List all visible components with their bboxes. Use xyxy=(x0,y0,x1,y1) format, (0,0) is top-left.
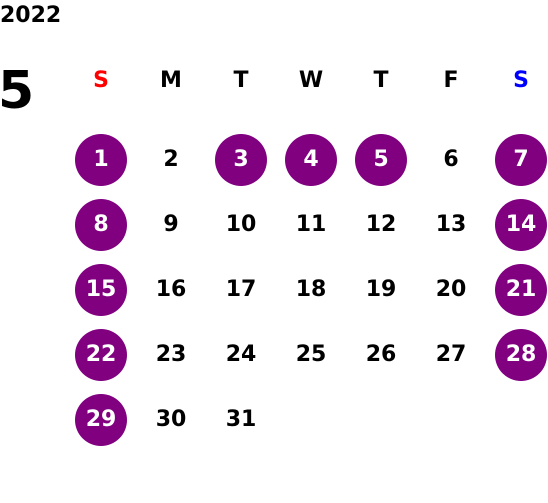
day-cell: 9 xyxy=(136,192,206,257)
day-number: 11 xyxy=(295,212,327,237)
highlighted-day: 3 xyxy=(215,133,267,186)
day-cell: 1 xyxy=(66,127,136,192)
day-number: 30 xyxy=(155,407,187,432)
weekday-sun: S xyxy=(93,67,109,93)
day-number: 27 xyxy=(435,342,467,367)
day-number: 20 xyxy=(435,277,467,302)
day-cell: 27 xyxy=(416,322,486,387)
day-cell xyxy=(416,387,486,452)
highlighted-day: 7 xyxy=(495,133,547,186)
day-cell xyxy=(346,387,416,452)
day-number: 6 xyxy=(443,147,459,172)
highlighted-day: 22 xyxy=(75,328,127,381)
day-number: 23 xyxy=(155,342,187,367)
day-cell: 31 xyxy=(206,387,276,452)
year-label: 2022 xyxy=(0,3,62,28)
day-cell: 28 xyxy=(486,322,548,387)
day-cell: 3 xyxy=(206,127,276,192)
day-cell: 17 xyxy=(206,257,276,322)
day-cell: 25 xyxy=(276,322,346,387)
day-cell: 20 xyxy=(416,257,486,322)
day-cell xyxy=(486,387,548,452)
day-number: 18 xyxy=(295,277,327,302)
day-number: 17 xyxy=(225,277,257,302)
highlighted-day: 29 xyxy=(75,393,127,446)
day-cell: 7 xyxy=(486,127,548,192)
highlighted-day: 21 xyxy=(495,263,547,316)
weekday-thu: T xyxy=(373,67,389,93)
day-cell: 19 xyxy=(346,257,416,322)
day-number: 31 xyxy=(225,407,257,432)
day-cell: 21 xyxy=(486,257,548,322)
day-number: 2 xyxy=(163,147,179,172)
day-number: 25 xyxy=(295,342,327,367)
weekday-sat: S xyxy=(513,67,529,93)
day-cell: 12 xyxy=(346,192,416,257)
highlighted-day: 8 xyxy=(75,198,127,251)
highlighted-day: 1 xyxy=(75,133,127,186)
day-cell: 14 xyxy=(486,192,548,257)
day-number: 19 xyxy=(365,277,397,302)
day-cell: 26 xyxy=(346,322,416,387)
day-number: 13 xyxy=(435,212,467,237)
day-number: 10 xyxy=(225,212,257,237)
day-cell: 6 xyxy=(416,127,486,192)
day-number: 24 xyxy=(225,342,257,367)
day-number: 12 xyxy=(365,212,397,237)
day-number: 16 xyxy=(155,277,187,302)
day-cell: 22 xyxy=(66,322,136,387)
day-cell: 16 xyxy=(136,257,206,322)
highlighted-day: 5 xyxy=(355,133,407,186)
day-cell: 24 xyxy=(206,322,276,387)
day-cell: 10 xyxy=(206,192,276,257)
highlighted-day: 14 xyxy=(495,198,547,251)
weekday-tue: T xyxy=(233,67,249,93)
day-number: 26 xyxy=(365,342,397,367)
day-cell xyxy=(276,387,346,452)
day-cell: 30 xyxy=(136,387,206,452)
highlighted-day: 4 xyxy=(285,133,337,186)
highlighted-day: 15 xyxy=(75,263,127,316)
day-cell: 18 xyxy=(276,257,346,322)
day-cell: 29 xyxy=(66,387,136,452)
day-cell: 5 xyxy=(346,127,416,192)
weekday-fri: F xyxy=(443,67,459,93)
day-number: 9 xyxy=(163,212,179,237)
weekday-wed: W xyxy=(298,67,324,93)
highlighted-day: 28 xyxy=(495,328,547,381)
day-cell: 11 xyxy=(276,192,346,257)
weekday-mon: M xyxy=(160,67,182,93)
day-cell: 2 xyxy=(136,127,206,192)
day-cell: 13 xyxy=(416,192,486,257)
day-cell: 4 xyxy=(276,127,346,192)
day-cell: 8 xyxy=(66,192,136,257)
day-cell: 15 xyxy=(66,257,136,322)
month-number: 5 xyxy=(0,61,35,121)
day-cell: 23 xyxy=(136,322,206,387)
